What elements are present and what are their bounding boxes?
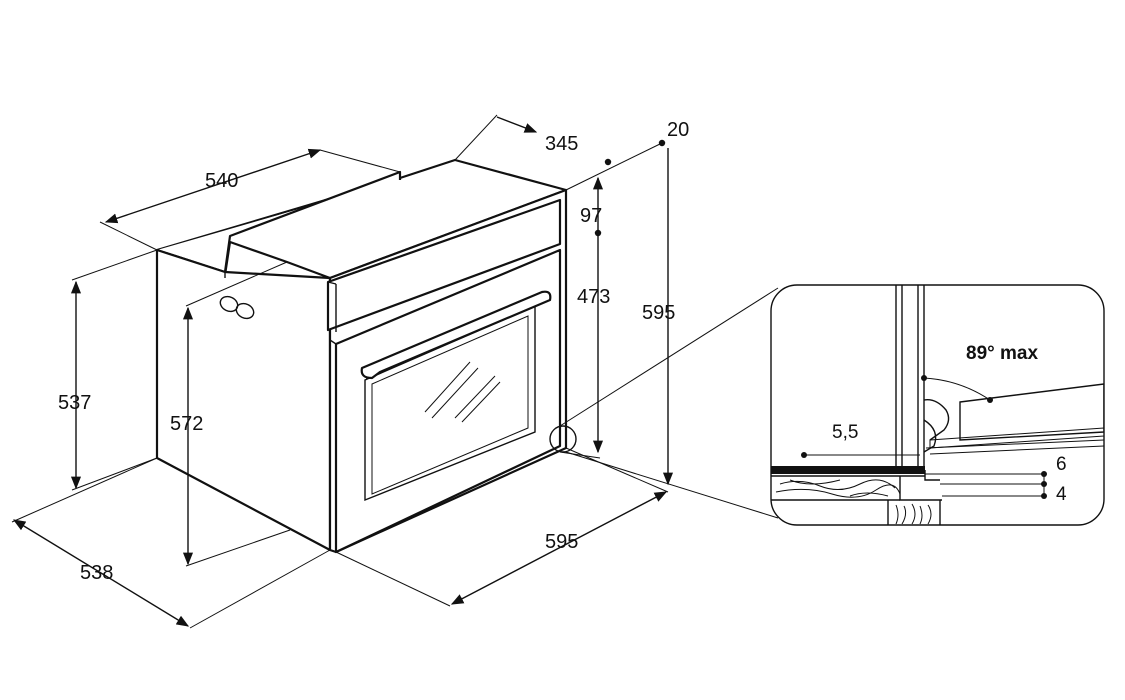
- label-540: 540: [205, 170, 238, 192]
- label-offset-6: 6: [1056, 454, 1067, 475]
- label-595-width: 595: [545, 531, 578, 553]
- control-panel: [326, 198, 562, 332]
- detail-inset: 89° max 5,5 6 4: [770, 284, 1105, 526]
- label-20: 20: [667, 119, 689, 141]
- oven-body: [155, 158, 568, 554]
- label-offset-4: 4: [1056, 484, 1067, 505]
- dim-538-line: [12, 519, 190, 627]
- side-vent-hole: [235, 302, 255, 320]
- oven-left-side: [155, 248, 332, 552]
- label-angle: 89° max: [966, 343, 1038, 364]
- dim-345-line: [496, 116, 538, 133]
- dim-595-width-line: [450, 491, 668, 605]
- door-handle: [360, 290, 552, 380]
- dimension-lines: [11, 114, 779, 629]
- label-473: 473: [577, 286, 610, 308]
- label-595-height: 595: [642, 302, 675, 324]
- label-537: 537: [58, 392, 91, 414]
- detail-callout-circle: [549, 425, 577, 453]
- label-97: 97: [580, 205, 602, 227]
- dim-540-line: [104, 148, 322, 224]
- detail-frame: [770, 284, 1105, 526]
- label-gap: 5,5: [832, 422, 858, 443]
- label-538: 538: [80, 562, 113, 584]
- label-572: 572: [170, 413, 203, 435]
- dimension-labels: 540 345 20 97 473 595 537 572 538 595: [58, 119, 689, 584]
- label-345: 345: [545, 133, 578, 155]
- detail-door-panel: [959, 383, 1104, 441]
